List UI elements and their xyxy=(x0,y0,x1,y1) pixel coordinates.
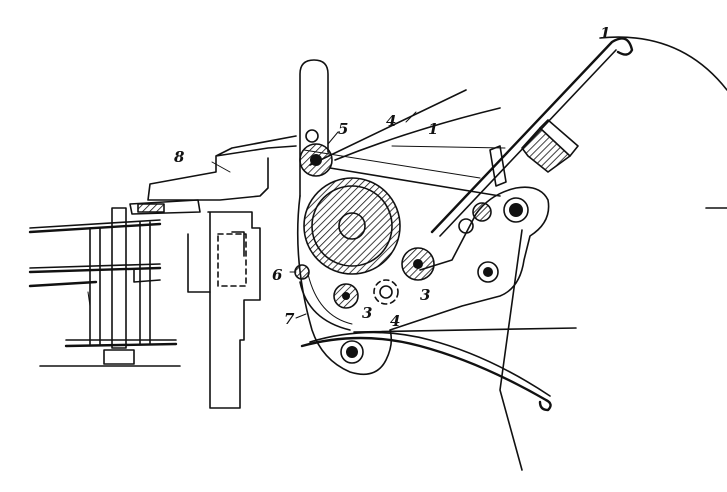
paper-sheet-4-upper xyxy=(309,89,467,166)
platen-roller xyxy=(303,177,401,275)
paper-sheet-4-lower xyxy=(300,327,577,412)
outer-arc xyxy=(599,36,727,91)
label-8: 8 xyxy=(174,148,185,166)
leader-lines xyxy=(211,111,417,319)
vertical-lever xyxy=(299,59,329,197)
label-7: 7 xyxy=(284,310,295,328)
label-1-middle: 1 xyxy=(428,120,438,138)
feed-roller-3-right xyxy=(401,247,435,281)
feed-roller-3-lower xyxy=(333,283,359,309)
label-4-lower: 4 xyxy=(390,312,400,330)
roller-5 xyxy=(299,129,333,177)
label-3-lower: 3 xyxy=(362,304,372,322)
typebar-block xyxy=(187,211,261,409)
guide-line xyxy=(391,145,506,149)
paper-sheet-1-upper xyxy=(334,107,501,161)
label-3-right: 3 xyxy=(420,286,430,304)
lower-shafts xyxy=(340,197,529,364)
label-1-top: 1 xyxy=(600,24,610,42)
apron-7 xyxy=(299,281,351,331)
label-4-top: 4 xyxy=(386,112,396,130)
paper-guide-1 xyxy=(430,37,634,237)
type-carriage-frame xyxy=(28,207,181,367)
connecting-rod xyxy=(329,167,501,197)
label-5: 5 xyxy=(338,120,348,138)
roller-6 xyxy=(294,264,310,280)
carriage-arm-8 xyxy=(129,135,297,215)
frame-plate xyxy=(296,186,550,376)
label-6: 6 xyxy=(272,266,283,284)
